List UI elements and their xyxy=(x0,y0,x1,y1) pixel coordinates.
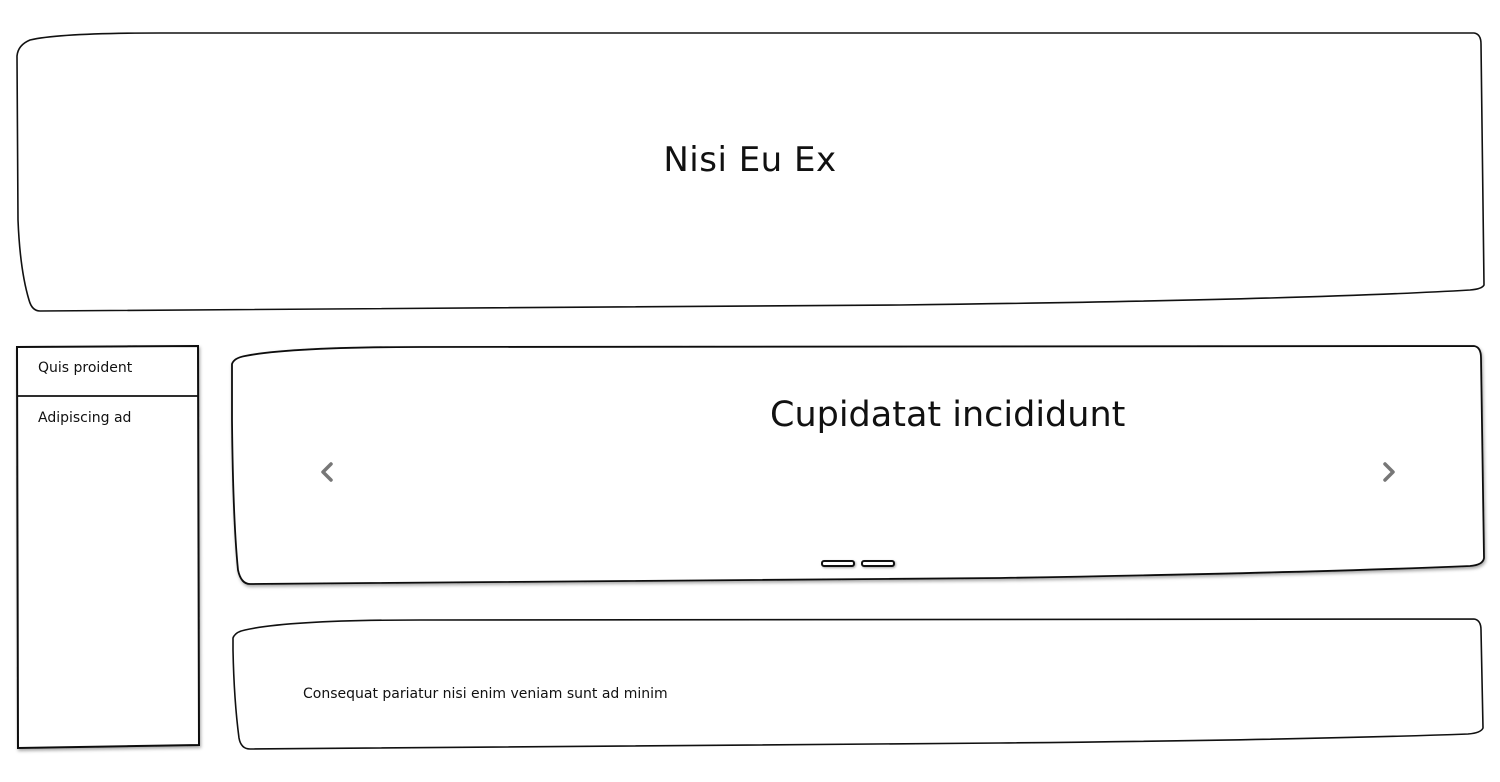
sidebar-item-adipiscing-ad[interactable]: Adipiscing ad xyxy=(18,398,198,447)
sidebar-panel xyxy=(15,344,201,750)
carousel-indicator-2[interactable] xyxy=(861,560,895,567)
sidebar-item-label: Adipiscing ad xyxy=(38,410,132,426)
chevron-right-icon xyxy=(1383,462,1395,482)
page-title: Nisi Eu Ex xyxy=(663,140,837,180)
header-panel xyxy=(16,32,1485,312)
carousel-slide-title: Cupidatat incididunt xyxy=(770,395,1126,435)
content-text: Consequat pariatur nisi enim veniam sunt… xyxy=(303,686,668,702)
chevron-left-icon xyxy=(321,462,333,482)
content-panel xyxy=(232,618,1484,750)
carousel-panel xyxy=(231,345,1485,585)
sidebar-item-quis-proident[interactable]: Quis proident xyxy=(18,348,198,397)
carousel-prev-button[interactable] xyxy=(312,457,342,487)
carousel-next-button[interactable] xyxy=(1374,457,1404,487)
sidebar-item-label: Quis proident xyxy=(38,360,133,376)
carousel-indicator-1[interactable] xyxy=(821,560,855,567)
